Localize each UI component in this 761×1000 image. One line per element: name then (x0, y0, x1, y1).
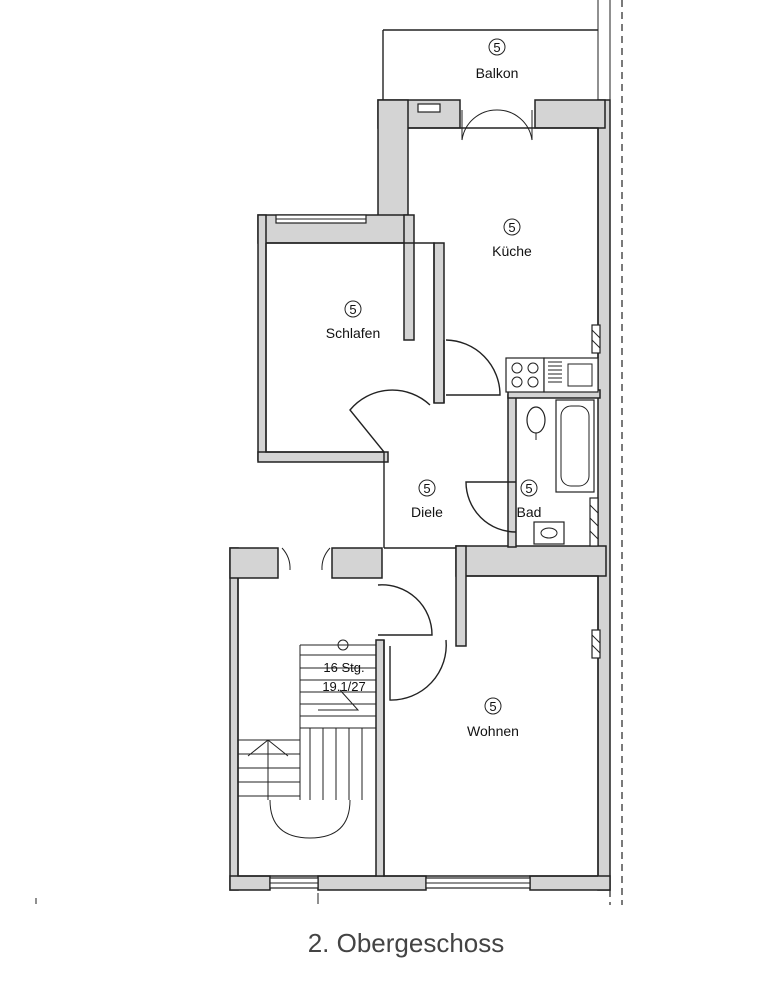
wall-wohnen-top (455, 545, 607, 577)
bath-fixtures (526, 399, 595, 545)
radiator-kitchen (591, 324, 601, 354)
window-kitchen (417, 103, 441, 113)
room-balkon: 5 Balkon (476, 38, 519, 81)
room-kueche: 5 Küche (492, 218, 532, 259)
wall-stair-top-left (229, 547, 279, 579)
kitchen-counter (543, 357, 599, 393)
wall-bottom-left (229, 875, 271, 891)
stove (505, 357, 545, 393)
room-label-diele: Diele (411, 504, 443, 520)
door-stair (377, 584, 433, 636)
bathtub (555, 399, 595, 493)
staircase (238, 639, 376, 839)
room-diele: 5 Diele (411, 479, 443, 520)
washbasin (533, 521, 565, 545)
stair-dimension-label: 19.1/27 (322, 679, 365, 694)
room-label-kueche: Küche (492, 243, 532, 259)
wall-wohnen-top-left (455, 545, 467, 647)
wall-stair-top-right (331, 547, 383, 579)
room-number-wohnen: 5 (489, 699, 496, 714)
wall-schlafen-right (433, 242, 445, 404)
room-number-balkon: 5 (493, 40, 500, 55)
wall-kitchen-left (377, 99, 409, 221)
radiators (589, 324, 601, 659)
room-label-bad: Bad (517, 504, 542, 520)
room-wohnen: 5 Wohnen (467, 697, 519, 739)
room-bad: 5 Bad (517, 479, 542, 520)
wall-schlafen-bottom (257, 451, 389, 463)
floor-caption: 2. Obergeschoss (308, 928, 505, 958)
room-number-kueche: 5 (508, 220, 515, 235)
sink (567, 363, 593, 387)
wall-stair-left (229, 547, 239, 891)
toilet (526, 406, 546, 434)
wall-bath-left (507, 394, 517, 548)
walls (229, 29, 611, 891)
room-label-balkon: Balkon (476, 65, 519, 81)
wall-top-kitchen-right (534, 99, 606, 129)
wall-stair-wohnen (375, 639, 385, 877)
stair-arrow (247, 739, 289, 800)
windows (269, 103, 531, 889)
door-wohnen (389, 639, 447, 701)
wall-bottom-mid (317, 875, 427, 891)
wall-kitchen-lower (403, 214, 415, 341)
stair-marker (337, 639, 349, 651)
wall-schlafen-left (257, 214, 267, 461)
room-outlines (237, 127, 599, 877)
radiator-wohnen (591, 629, 601, 659)
room-number-diele: 5 (423, 481, 430, 496)
door-bath (465, 481, 517, 533)
room-label-wohnen: Wohnen (467, 723, 519, 739)
room-schlafen: 5 Schlafen (326, 300, 380, 341)
wall-right (597, 99, 611, 891)
door-kitchen (445, 339, 501, 396)
door-schlafen (349, 389, 431, 453)
room-label-schlafen: Schlafen (326, 325, 380, 341)
doors (281, 109, 533, 701)
kitchen-fixtures (505, 357, 599, 393)
room-number-schlafen: 5 (349, 302, 356, 317)
stair-steps-label: 16 Stg. (323, 660, 364, 675)
wall-bottom-right (529, 875, 611, 891)
door-balcony (461, 109, 533, 141)
room-number-bad: 5 (525, 481, 532, 496)
